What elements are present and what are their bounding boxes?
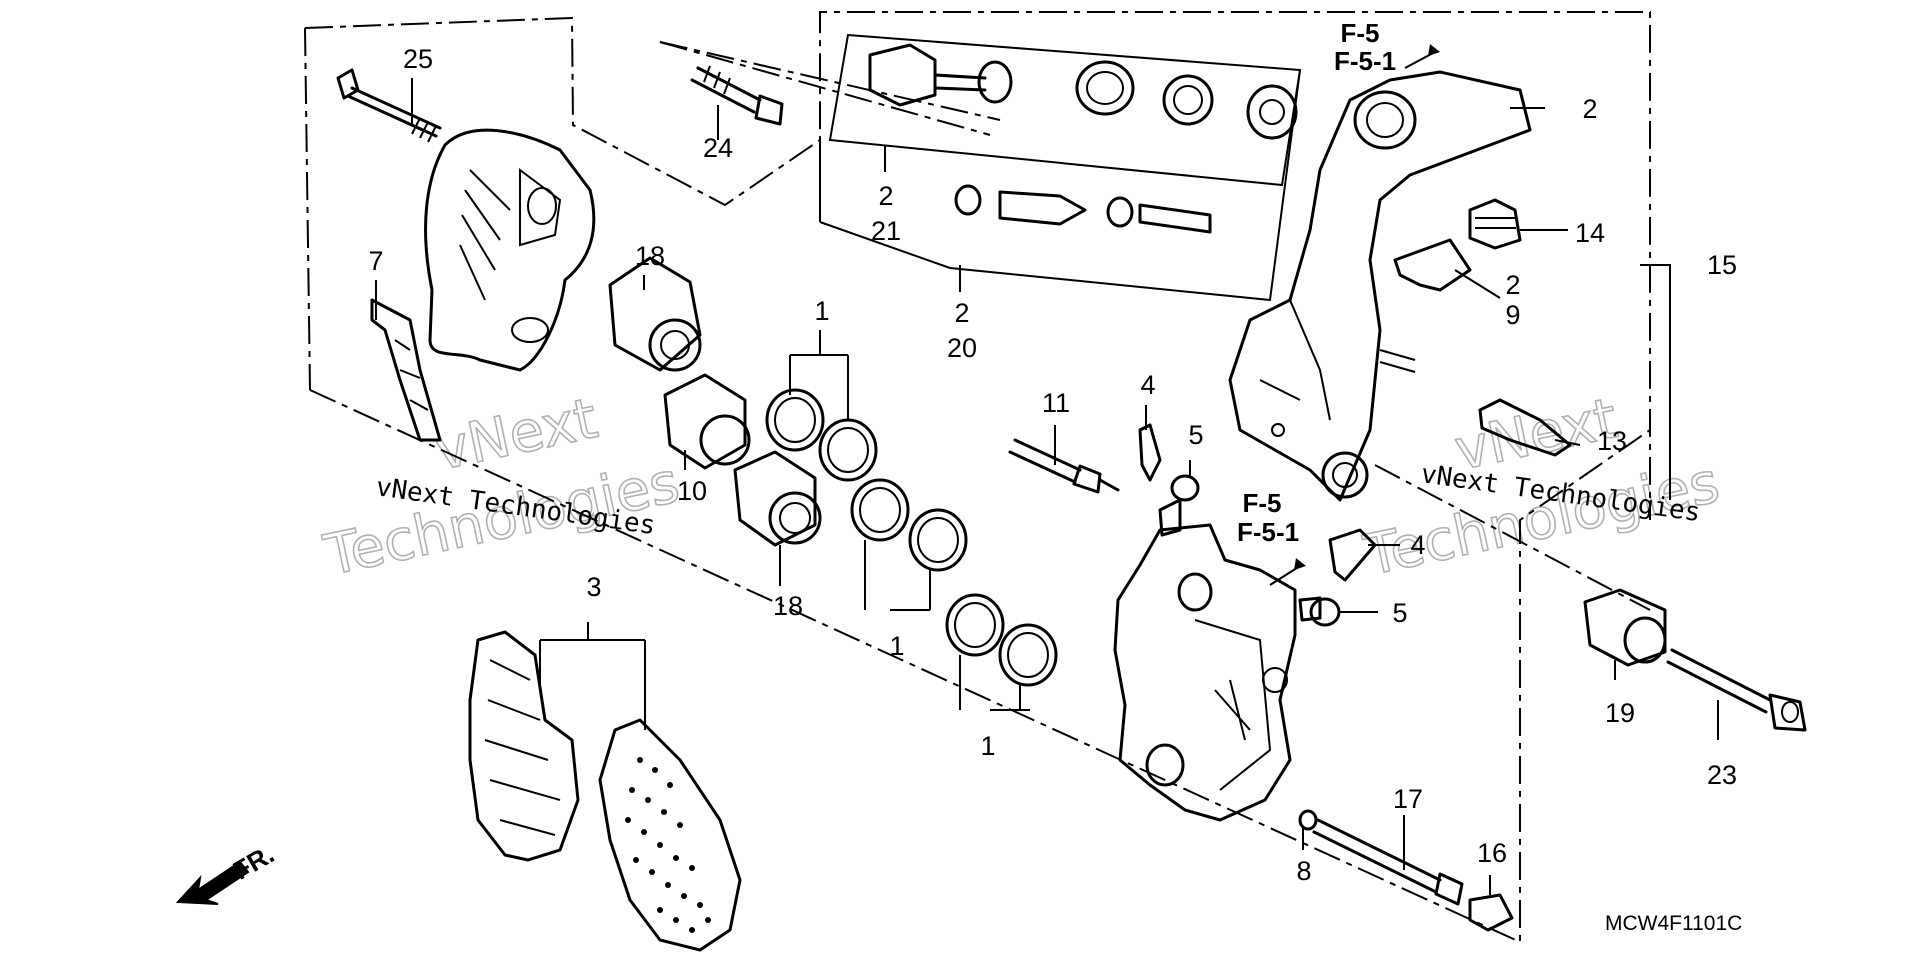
callout-16: 16	[1477, 838, 1507, 868]
callout-3: 3	[586, 572, 601, 602]
bolt-25	[336, 68, 442, 143]
frame-lines	[304, 11, 1651, 944]
diagram-code: MCW4F1101C	[1605, 912, 1742, 935]
callout-18-upper: 18	[635, 241, 665, 271]
caliper-bracket	[1228, 70, 1532, 502]
callout-9: 9	[1505, 300, 1520, 330]
ref-f51-mid: F-5-1	[1237, 517, 1299, 547]
seal-rings-1	[765, 388, 1058, 687]
callout-11: 11	[1042, 388, 1070, 418]
seal-kit-parts	[868, 43, 1298, 234]
reference-labels: F-5 F-5-1 F-5 F-5-1	[1237, 18, 1396, 547]
seal-kit-box	[819, 33, 1302, 302]
bleeder-4-5-lower	[1298, 528, 1377, 627]
leader-lines	[375, 78, 1719, 895]
plug-16	[1468, 893, 1514, 932]
callout-14: 14	[1575, 218, 1605, 248]
callout-21: 21	[871, 216, 901, 246]
callout-2-retainer: 2	[1505, 270, 1520, 300]
boot-14	[1468, 198, 1522, 250]
callout-4-lower: 4	[1410, 530, 1425, 560]
callout-15: 15	[1707, 250, 1737, 280]
callout-19: 19	[1605, 698, 1635, 728]
callout-8: 8	[1296, 856, 1311, 886]
bleeder-13	[1478, 398, 1572, 457]
caliper-outer-half	[424, 128, 596, 372]
sleeve-10	[663, 373, 751, 470]
callout-18-lower: 18	[773, 591, 803, 621]
ref-f5-top: F-5	[1341, 18, 1380, 48]
sleeve-19	[1583, 588, 1667, 667]
callout-17: 17	[1393, 784, 1423, 814]
callout-1-upper: 1	[814, 296, 829, 326]
callout-24: 24	[703, 133, 733, 163]
bolt-23	[1666, 648, 1807, 732]
callouts: 25 24 2 21 2 20 2 14 15 2 9 7 18 1 10 18…	[368, 44, 1737, 886]
watermark-outline-word1: vNext	[429, 386, 603, 484]
pad-retainer-9	[1393, 238, 1472, 292]
ref-f5-mid: F-5	[1243, 488, 1282, 518]
callout-25: 25	[403, 44, 433, 74]
callout-23: 23	[1707, 760, 1737, 790]
callout-5-upper: 5	[1188, 420, 1203, 450]
callout-10: 10	[677, 476, 707, 506]
sleeve-18-lower	[733, 450, 822, 547]
callout-13: 13	[1597, 426, 1627, 456]
pad-spring-7	[370, 298, 442, 442]
pad-friction-dots	[625, 757, 711, 933]
ref-arrows	[1269, 44, 1440, 586]
sleeve-18-upper	[608, 256, 702, 372]
pad-pin-11	[1008, 438, 1120, 494]
callout-2-bracket: 2	[1582, 94, 1597, 124]
callout-1-middle: 1	[889, 631, 904, 661]
callout-4-upper: 4	[1140, 370, 1155, 400]
front-direction-arrow: FR.	[175, 839, 279, 905]
brake-pads-3	[468, 630, 742, 952]
callout-1-lower: 1	[980, 731, 995, 761]
callout-5-lower: 5	[1392, 598, 1407, 628]
callout-2-piston-kit: 2	[954, 298, 969, 328]
ref-f51-top: F-5-1	[1334, 46, 1396, 76]
callout-20: 20	[947, 333, 977, 363]
callout-7: 7	[368, 246, 383, 276]
caliper-body	[1113, 523, 1297, 822]
callout-2-seal-kit: 2	[878, 181, 893, 211]
bolt-24	[690, 65, 784, 126]
pad-pin-17	[1298, 809, 1464, 906]
bleeder-4-5-upper	[1138, 423, 1200, 537]
